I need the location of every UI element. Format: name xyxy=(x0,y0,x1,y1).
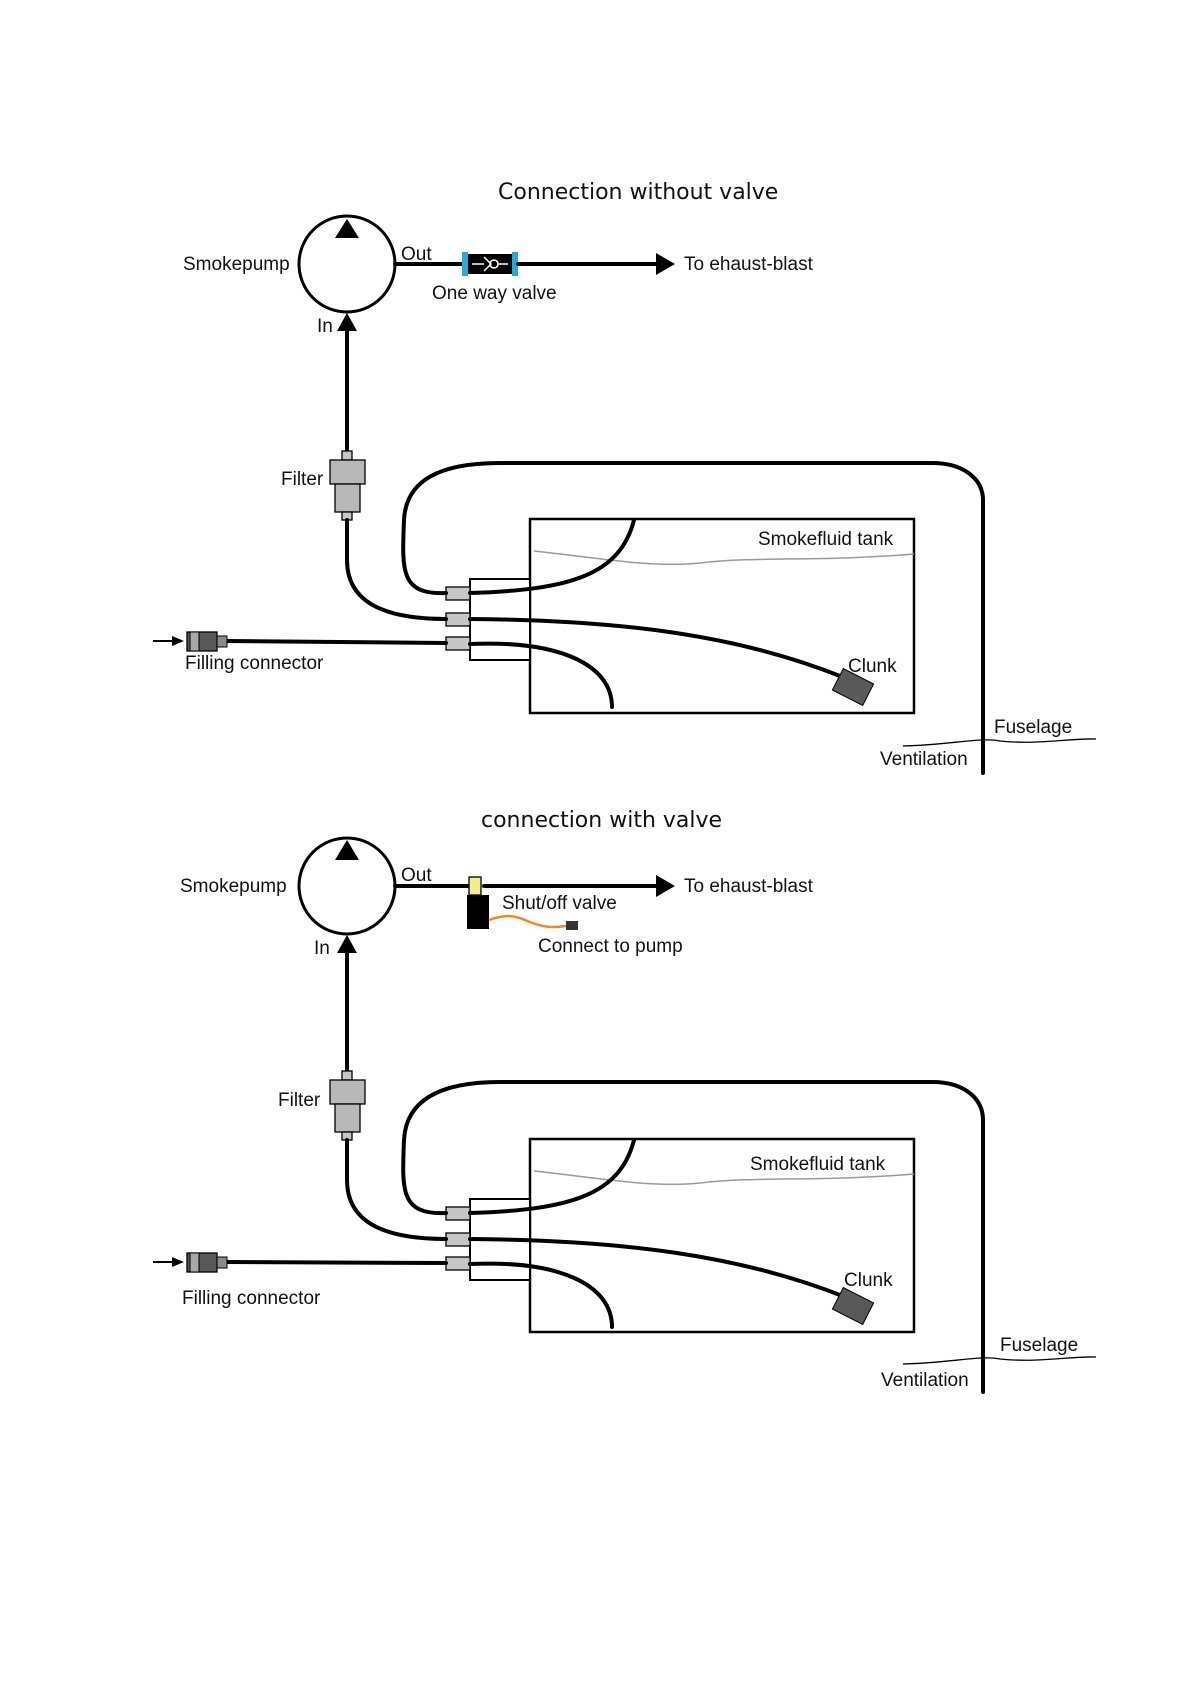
fuselage-surface-b xyxy=(903,1357,1096,1364)
feed-pipe xyxy=(347,520,446,619)
inlet-arrow-icon-b xyxy=(337,935,357,953)
tank-label: Smokefluid tank xyxy=(758,529,894,550)
title-without-valve: Connection without valve xyxy=(498,180,778,205)
fluid-level-line xyxy=(534,551,914,564)
fuselage-label-b: Fuselage xyxy=(1000,1335,1078,1356)
ventilation-label: Ventilation xyxy=(880,749,968,770)
filter-b xyxy=(330,1071,365,1140)
filling-pipe-b xyxy=(226,1262,446,1263)
pump-in-label-b: In xyxy=(314,938,330,959)
filter-head xyxy=(330,460,365,484)
filling-connector-ring-b xyxy=(190,1253,199,1272)
filter xyxy=(330,451,365,520)
one-way-valve-label: One way valve xyxy=(432,283,557,304)
tank-label-b: Smokefluid tank xyxy=(750,1154,886,1175)
fill-arrow-icon xyxy=(172,636,184,646)
pump-out-label: Out xyxy=(401,244,432,265)
clunk-label-b: Clunk xyxy=(844,1270,893,1291)
vent-nipple-b xyxy=(446,1207,470,1220)
filling-connector-b xyxy=(187,1253,227,1272)
feed-nipple xyxy=(446,613,470,626)
to-exhaust-label-b: To ehaust-blast xyxy=(684,876,814,897)
smokepump-label: Smokepump xyxy=(183,254,290,275)
filter-cup-b xyxy=(335,1104,360,1132)
diagram-without-valve: Connection without valve Smokepump Out I… xyxy=(153,180,1096,773)
connect-pump-label: Connect to pump xyxy=(538,936,683,957)
ventilation-label-b: Ventilation xyxy=(881,1370,969,1391)
diagram-with-valve: connection with valve Smokepump Out In S… xyxy=(153,808,1096,1392)
filling-connector-tip-b xyxy=(217,1257,227,1268)
servo-wire xyxy=(489,916,566,927)
feed-pipe-b xyxy=(347,1140,446,1239)
filter-top-nipple xyxy=(342,451,352,460)
exhaust-arrow-icon-b xyxy=(656,875,675,897)
fuselage-surface xyxy=(903,739,1096,746)
shutoff-valve-label: Shut/off valve xyxy=(502,893,617,914)
filling-pipe xyxy=(226,641,446,643)
fill-nipple xyxy=(446,637,470,650)
fill-arrow-icon-b xyxy=(172,1257,184,1267)
filter-label-b: Filter xyxy=(278,1090,321,1111)
to-exhaust-label: To ehaust-blast xyxy=(684,254,814,275)
fuselage-label: Fuselage xyxy=(994,717,1072,738)
filter-top-nipple-b xyxy=(342,1071,352,1080)
fill-nipple-b xyxy=(446,1257,470,1270)
filter-head-b xyxy=(330,1080,365,1104)
shutoff-valve-top xyxy=(469,877,481,895)
exhaust-arrow-icon xyxy=(656,253,675,275)
one-way-valve-cap-left xyxy=(462,252,468,276)
title-with-valve: connection with valve xyxy=(481,808,722,833)
filling-connector-tip xyxy=(217,636,227,647)
filling-connector-label-b: Filling connector xyxy=(182,1288,321,1309)
feed-nipple-b xyxy=(446,1233,470,1246)
inlet-arrow-icon xyxy=(337,313,357,331)
one-way-valve xyxy=(462,252,518,276)
servo-plug xyxy=(566,921,578,930)
filling-connector xyxy=(187,632,227,651)
filter-cup xyxy=(335,484,360,512)
smokepump-b xyxy=(299,838,395,934)
filling-connector-ring xyxy=(190,632,199,651)
filling-connector-label: Filling connector xyxy=(185,653,324,674)
pump-in-label: In xyxy=(317,316,333,337)
smokepump-label-b: Smokepump xyxy=(180,876,287,897)
pump-out-label-b: Out xyxy=(401,865,432,886)
shutoff-valve-body xyxy=(467,895,489,929)
clunk-label: Clunk xyxy=(848,656,897,677)
smokepump xyxy=(299,216,395,312)
vent-nipple xyxy=(446,587,470,600)
filter-label: Filter xyxy=(281,469,324,490)
